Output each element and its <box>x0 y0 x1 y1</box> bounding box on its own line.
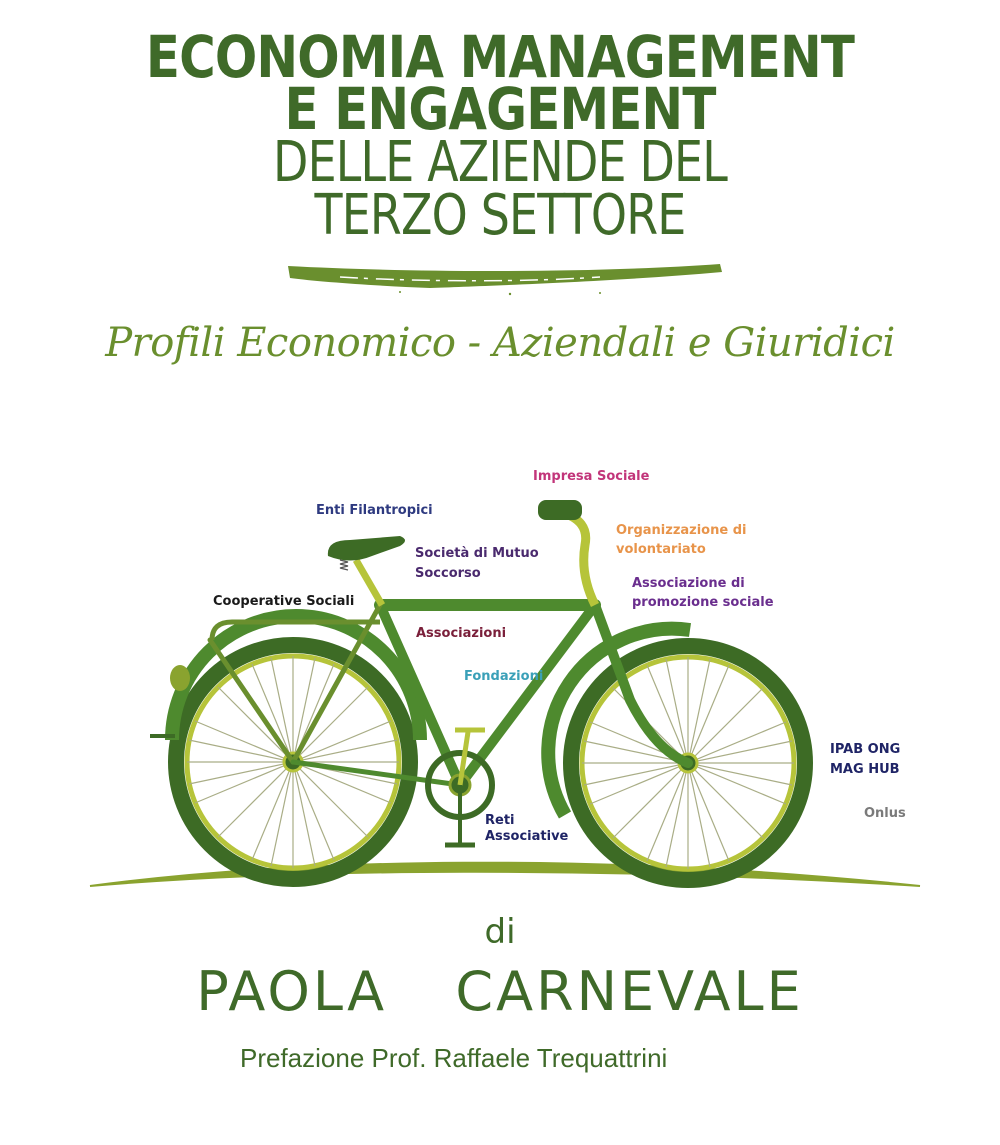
label-aps-line1: Associazione di <box>632 576 745 591</box>
bicycle-frame <box>207 599 693 790</box>
label-mag-hub: MAG HUB <box>830 762 900 777</box>
preface-credit: Prefazione Prof. Raffaele Trequattrini <box>240 1043 668 1073</box>
crank-icon <box>425 727 495 848</box>
handlebar-stem <box>558 507 600 608</box>
title-line-4: TERZO SETTORE <box>314 183 686 248</box>
label-onlus: Onlus <box>864 806 906 821</box>
label-societa-mutuo-line2: Soccorso <box>415 566 481 581</box>
title-line-1: ECONOMIA MANAGEMENT <box>145 23 855 91</box>
subtitle: Profili Economico - Aziendali e Giuridic… <box>105 320 895 366</box>
label-ipab-ong: IPAB ONG <box>830 742 901 757</box>
ground-line <box>89 861 921 887</box>
label-reti-line1: Reti <box>485 813 515 828</box>
label-reti-line2: Associative <box>485 829 569 844</box>
label-associazioni: Associazioni <box>416 626 507 641</box>
label-fondazioni: Fondazioni <box>464 669 544 684</box>
bike-seat-icon <box>327 536 405 561</box>
author-name: PAOLA CARNEVALE <box>196 960 804 1023</box>
label-organizzazione-line2: volontariato <box>616 542 706 557</box>
label-enti-filantropici: Enti Filantropici <box>316 503 433 518</box>
seat-post <box>352 558 386 607</box>
by-label: di <box>484 912 516 952</box>
handlebar-grip-icon <box>538 500 582 520</box>
label-societa-mutuo-line1: Società di Mutuo <box>415 546 539 561</box>
bicycle-illustration <box>89 500 921 888</box>
label-cooperative-sociali: Cooperative Sociali <box>213 594 355 609</box>
label-impresa-sociale: Impresa Sociale <box>533 469 650 484</box>
label-organizzazione-line1: Organizzazione di <box>616 523 747 538</box>
title-line-2: E ENGAGEMENT <box>284 75 717 143</box>
brush-stroke-divider <box>288 264 722 296</box>
title-line-3: DELLE AZIENDE DEL <box>273 130 728 195</box>
label-aps-line2: promozione sociale <box>632 595 774 610</box>
